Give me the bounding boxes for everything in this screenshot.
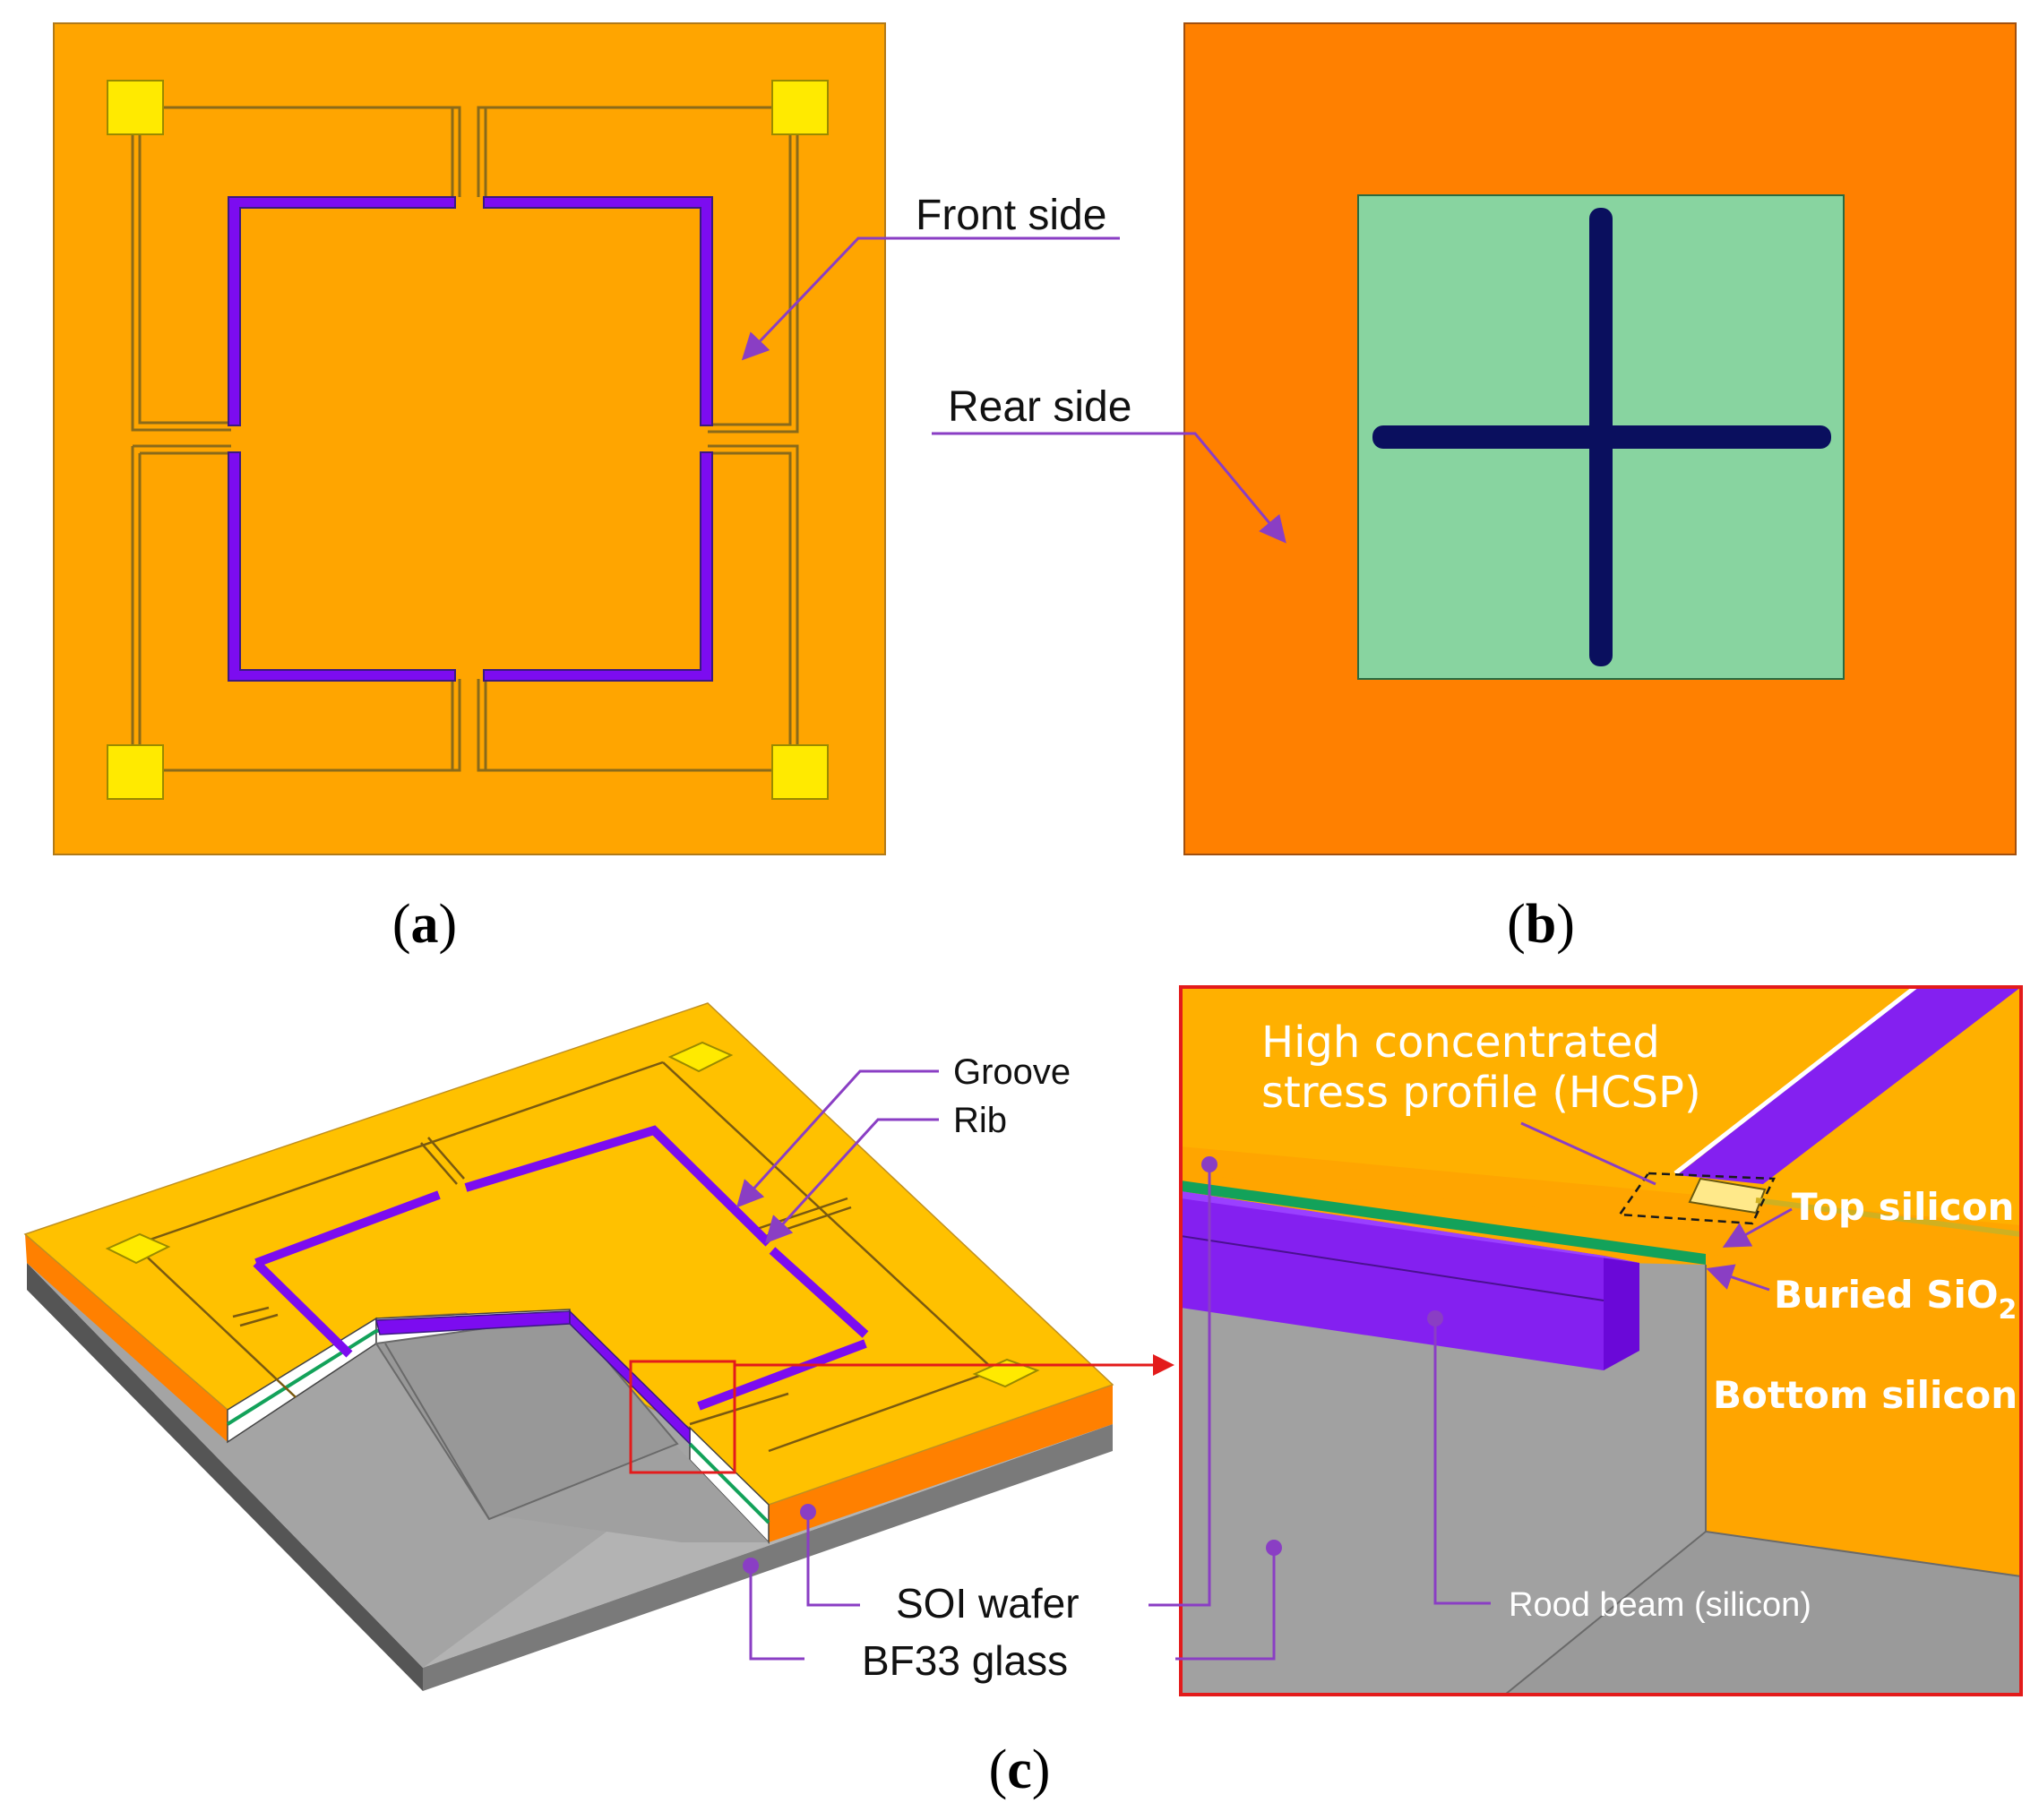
glass-base-front-side [423, 1424, 1113, 1691]
glass-zoom-pointer [1175, 1548, 1276, 1661]
bf33-glass-pointer [749, 1566, 804, 1661]
panel-b-rear-view: Rear side (b) [932, 22, 2017, 955]
zoom-inset: High concentrated stress profile (HCSP) … [1149, 985, 2023, 1696]
groove-label: Groove [953, 1052, 1071, 1092]
rood-beam-pointer [1433, 1318, 1491, 1605]
buried-sio2-label: Buried SiO2 [1774, 1273, 2017, 1326]
hcsp-label-line2: stress profile (HCSP) [1261, 1068, 1701, 1118]
rear-side-label: Rear side [948, 383, 1131, 431]
zoom-region-box [629, 1360, 736, 1474]
chip-front-face [53, 22, 886, 855]
zoom-oxide-layer [1181, 1180, 1706, 1265]
bond-pad [107, 744, 164, 800]
panel-c-isometric: Groove Rib SOI wafer BF33 glass (c) [23, 1002, 1174, 1800]
soi-right-side [769, 1385, 1113, 1542]
bond-pad [107, 80, 164, 135]
buried-sio2-pointer [1706, 1264, 1770, 1292]
rood-beam-label: Rood beam (silicon) [1509, 1586, 1811, 1624]
rib-label: Rib [953, 1101, 1007, 1140]
groove-pointer [736, 1069, 939, 1208]
bottom-silicon-label: Bottom silicon [1713, 1373, 2017, 1417]
wiring-traces [131, 106, 799, 772]
front-side-pointer [741, 236, 1120, 361]
isometric-wiring [133, 1060, 995, 1453]
soi-zoom-pointer [1149, 1164, 1211, 1607]
panel-c-caption: (c) [989, 1739, 1051, 1800]
top-silicon-pointer [1722, 1207, 1793, 1248]
soi-wafer-pointer [806, 1512, 860, 1607]
bond-pad [771, 744, 829, 800]
zoom-groove [1677, 987, 2021, 1184]
zoom-rod-beam [1181, 1191, 1604, 1370]
zoom-border [1179, 985, 2023, 1696]
hcsp-label-line1: High concentrated [1261, 1017, 1660, 1068]
bond-pad [667, 1041, 734, 1073]
rear-side-pointer [932, 432, 1286, 544]
bf33-glass-label: BF33 glass [862, 1637, 1068, 1684]
bond-pads-front [107, 80, 829, 800]
bond-pad [771, 80, 829, 135]
bond-pad [105, 1232, 171, 1265]
panel-a-front-view: Front side (a) [53, 22, 1120, 955]
rear-cross-horizontal [1372, 425, 1831, 449]
hcsp-pointer [1520, 1121, 1656, 1186]
buried-sio2-subscript: 2 [1999, 1294, 2017, 1326]
glass-base-left-side [27, 1263, 423, 1691]
panel-a-caption: (a) [392, 894, 457, 955]
front-side-label: Front side [916, 192, 1106, 239]
soi-wafer-label: SOI wafer [896, 1580, 1080, 1627]
top-silicon-label: Top silicon [1792, 1185, 2014, 1229]
rib-pointer [764, 1118, 939, 1244]
soi-left-side [25, 1234, 228, 1442]
isometric-groove [253, 1125, 869, 1411]
front-groove-pattern [228, 196, 713, 682]
panel-b-caption: (b) [1507, 894, 1575, 955]
